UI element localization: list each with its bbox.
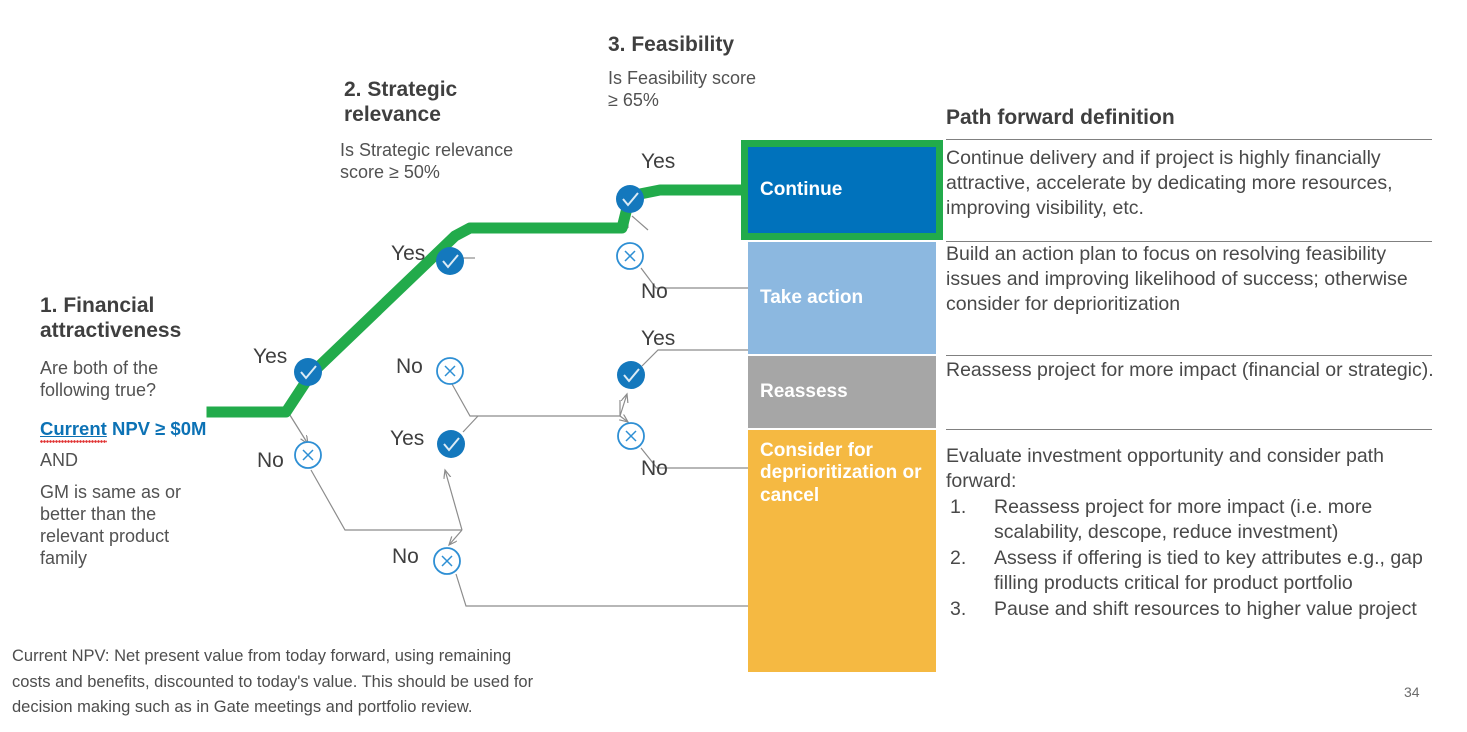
branch-label-stage2-bottom-yes: Yes — [390, 427, 425, 450]
stage-subtitle-financial-attractiveness: Are both of the following true? — [40, 358, 159, 400]
outcome-label-take-action: Take action — [760, 286, 864, 308]
outcome-box-consider-deprioritization[interactable]: Consider for deprioritization or cancel — [748, 430, 936, 672]
stage-title-financial-attractiveness: 1. Financial attractiveness — [40, 294, 182, 342]
criterion-current-npv: Current NPV ≥ $0M — [40, 418, 300, 440]
node-yes-stage3-top — [616, 185, 644, 213]
outcome-label-consider-deprioritization: Consider for deprioritization or cancel — [760, 440, 922, 506]
outcome-definition-continue: Continue delivery and if project is high… — [946, 147, 1393, 219]
list-item-number: 1. — [950, 495, 967, 518]
list-item-text: Pause and shift resources to higher valu… — [994, 597, 1417, 620]
panel-divider-3 — [946, 355, 1432, 356]
page-number: 34 — [1404, 684, 1420, 700]
outcome-box-continue[interactable]: Continue — [748, 147, 936, 233]
stage-subtitle-strategic-relevance: Is Strategic relevance score ≥ 50% — [340, 140, 514, 182]
criterion-current-npv-rest: NPV ≥ $0M — [106, 418, 207, 439]
node-yes-stage2-top — [436, 247, 464, 275]
list-item: 3. Pause and shift resources to higher v… — [946, 597, 1436, 622]
outcome-box-take-action[interactable]: Take action — [748, 242, 936, 354]
node-yes-stage2-bottom — [437, 430, 465, 458]
list-item-text: Assess if offering is tied to key attrib… — [994, 546, 1423, 594]
branch-label-stage3-top-no: No — [641, 280, 668, 303]
branch-label-stage1-no: No — [257, 449, 284, 472]
list-item-number: 2. — [950, 546, 967, 569]
list-item-number: 3. — [950, 597, 967, 620]
tree-nodes — [294, 185, 645, 575]
node-no-stage2-bottom — [433, 547, 461, 575]
outcome-box-reassess[interactable]: Reassess — [748, 356, 936, 428]
branch-label-stage2-top-yes: Yes — [391, 242, 426, 265]
tree-connectors — [287, 189, 748, 607]
outcome-label-reassess: Reassess — [760, 380, 848, 402]
definition-numbered-list: 1. Reassess project for more impact (i.e… — [946, 495, 1436, 622]
node-no-stage1 — [294, 441, 322, 469]
node-no-stage3-bottom — [617, 422, 645, 450]
branch-label-stage1-yes: Yes — [253, 345, 288, 368]
stage-title-feasibility: 3. Feasibility — [608, 33, 735, 56]
criterion-conjunction: AND — [40, 450, 79, 470]
panel-divider-4 — [946, 429, 1432, 430]
criterion-current-npv-highlight: Current — [40, 418, 107, 439]
branch-label-stage3-bottom-no: No — [641, 457, 668, 480]
panel-title: Path forward definition — [946, 106, 1175, 129]
node-no-stage3-top — [616, 242, 644, 270]
stage-title-strategic-relevance: 2. Strategic relevance — [344, 78, 458, 126]
branch-label-stage2-bottom-no: No — [392, 545, 419, 568]
node-yes-stage3-bottom — [617, 361, 645, 389]
footnote-current-npv: Current NPV: Net present value from toda… — [12, 647, 534, 717]
stage-subtitle-feasibility: Is Feasibility score ≥ 65% — [608, 68, 757, 110]
branch-label-stage2-top-no: No — [396, 355, 423, 378]
list-item-text: Reassess project for more impact (i.e. m… — [994, 495, 1373, 543]
criterion-gross-margin: GM is same as or better than the relevan… — [40, 482, 182, 568]
highlighted-path-continue — [206, 184, 754, 418]
outcome-label-continue: Continue — [760, 178, 843, 200]
list-item: 1. Reassess project for more impact (i.e… — [946, 495, 1436, 545]
panel-divider-1 — [946, 139, 1432, 140]
branch-label-stage3-bottom-yes: Yes — [641, 327, 676, 350]
outcome-definition-take-action: Build an action plan to focus on resolvi… — [946, 243, 1408, 315]
list-item: 2. Assess if offering is tied to key att… — [946, 546, 1436, 596]
node-no-stage2-top — [436, 357, 464, 385]
panel-divider-2 — [946, 241, 1432, 242]
node-yes-stage1 — [294, 358, 322, 386]
branch-label-stage3-top-yes: Yes — [641, 150, 676, 173]
outcome-definition-consider-deprioritization: Evaluate investment opportunity and cons… — [946, 444, 1436, 622]
definition-intro: Evaluate investment opportunity and cons… — [946, 445, 1384, 492]
outcome-highlight-ring-continue — [741, 140, 943, 240]
outcome-definition-reassess: Reassess project for more impact (financ… — [946, 359, 1434, 381]
